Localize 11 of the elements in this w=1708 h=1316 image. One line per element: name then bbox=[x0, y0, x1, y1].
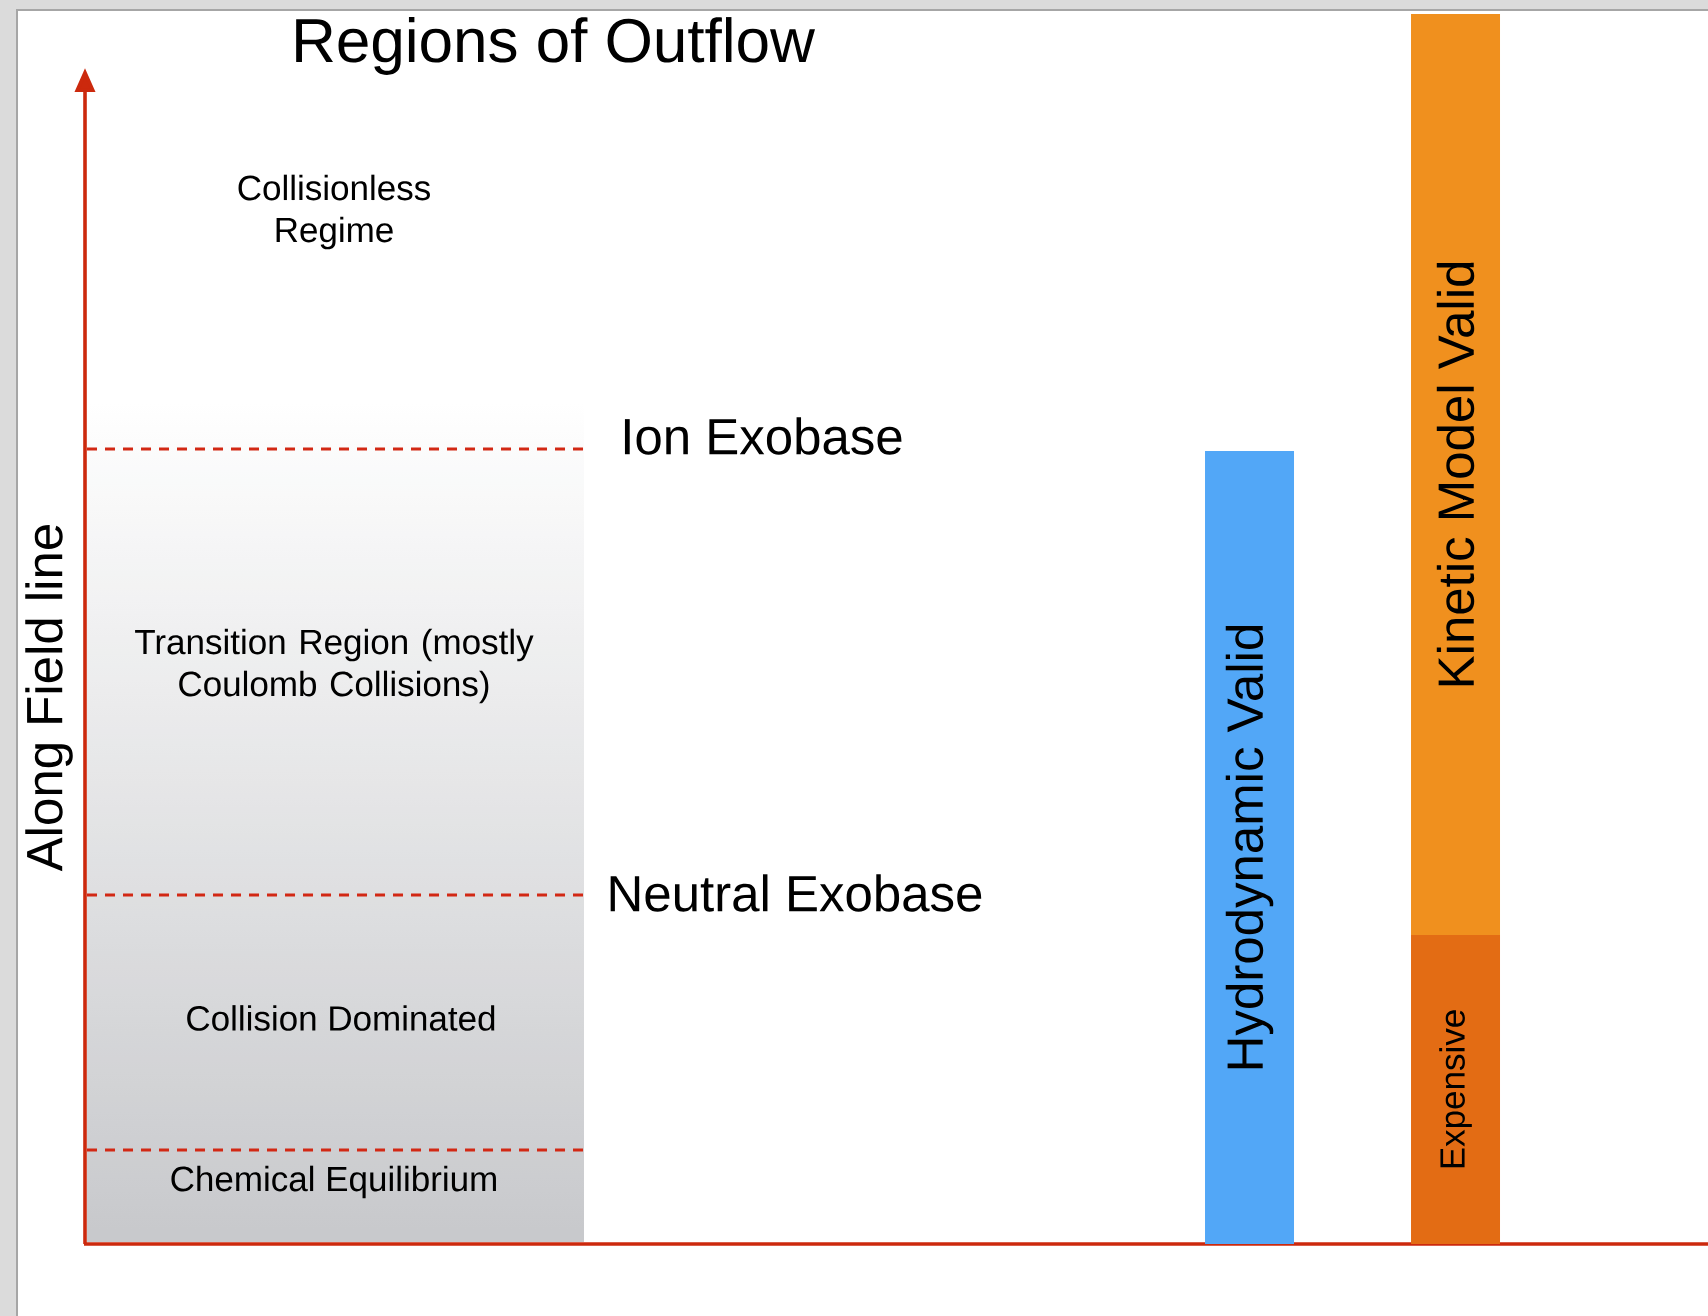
region-label: Chemical Equilibrium bbox=[171, 1165, 496, 1199]
boundary-label: Neutral Exobase bbox=[610, 874, 982, 912]
title: Regions of Outflow bbox=[296, 17, 815, 75]
validity-bar: Kinetic Model Valid bbox=[1411, 14, 1500, 935]
boundary-label: Ion Exobase bbox=[624, 417, 902, 455]
validity-bar: Expensive bbox=[1411, 935, 1500, 1244]
region-label: Transition Region (mostly Coulomb Collisions) bbox=[135, 628, 534, 704]
region-label: Collisionless Regime bbox=[238, 174, 430, 250]
axis-label: Along Field line bbox=[25, 525, 73, 872]
validity-bar: Hydrodynamic Valid bbox=[1205, 451, 1294, 1244]
region-label: Collision Dominated bbox=[187, 1005, 495, 1031]
